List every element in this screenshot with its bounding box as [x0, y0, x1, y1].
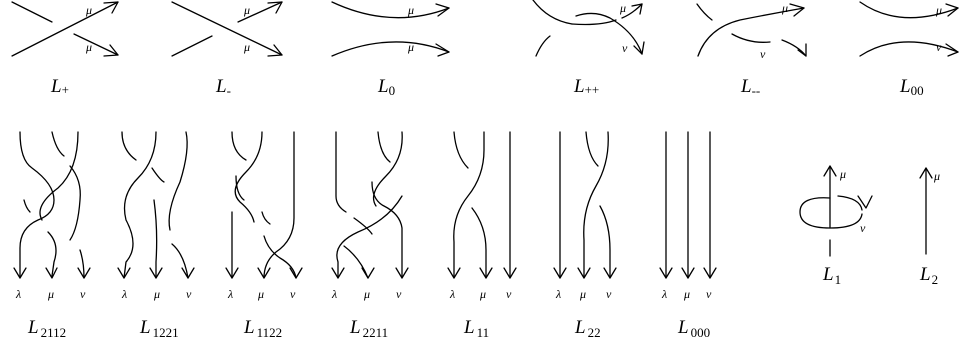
mu-label: μ — [683, 287, 690, 301]
lambda-label: λ — [121, 287, 127, 301]
mu-label: μ — [85, 40, 92, 54]
mu-label: μ — [935, 3, 942, 17]
mu-label: μ — [85, 3, 92, 17]
mu-label: μ — [153, 287, 160, 301]
nu-label: ν — [80, 287, 86, 301]
nu-label: ν — [290, 287, 296, 301]
mu-label: μ — [363, 287, 370, 301]
caption-L-plusplus: L++ — [573, 76, 599, 97]
lambda-label: λ — [227, 287, 233, 301]
lambda-label: λ — [555, 287, 561, 301]
diagram-L-1221: λ μ ν — [117, 131, 195, 301]
caption-L-2: L2 — [919, 264, 938, 287]
mu-label: μ — [407, 40, 414, 54]
nu-label: ν — [506, 287, 512, 301]
diagram-L-plus: μ μ — [11, 1, 119, 57]
lambda-label: λ — [15, 287, 21, 301]
diagram-L-1: μ ν — [799, 165, 873, 257]
lambda-label: λ — [331, 287, 337, 301]
caption-L-00: L00 — [899, 76, 924, 98]
nu-label: ν — [186, 287, 192, 301]
mu-label: μ — [619, 1, 626, 15]
lambda-label: λ — [449, 287, 455, 301]
nu-label: ν — [760, 47, 766, 61]
caption-L-minusminus: L-- — [740, 76, 760, 98]
diagram-L-plusplus: μ ν — [532, 0, 645, 57]
diagram-L-000: λ μ ν — [659, 131, 717, 301]
mu-label: μ — [243, 3, 250, 17]
mu-label: μ — [579, 287, 586, 301]
mu-label: μ — [479, 287, 486, 301]
diagram-L-1122: λ μ ν — [225, 131, 303, 301]
mu-label: μ — [243, 40, 250, 54]
mu-label: μ — [407, 3, 414, 17]
diagram-L-00: μ ν — [859, 1, 959, 57]
caption-L-1: L1 — [822, 264, 841, 287]
nu-label: ν — [396, 287, 402, 301]
diagram-L-2112: λ μ ν — [13, 131, 91, 301]
mu-label: μ — [257, 287, 264, 301]
diagram-L-minusminus: μ ν — [696, 1, 807, 61]
nu-label: ν — [706, 287, 712, 301]
mu-label: μ — [781, 1, 788, 15]
diagram-L-11: λ μ ν — [447, 131, 517, 301]
diagram-L-0: μ μ — [331, 1, 450, 57]
caption-L-0: L0 — [377, 76, 395, 98]
lambda-label: λ — [661, 287, 667, 301]
nu-label: ν — [860, 221, 866, 235]
diagram-L-minus: μ μ — [171, 1, 283, 57]
diagram-L-2: μ — [919, 167, 940, 255]
mu-label: μ — [933, 169, 940, 183]
diagram-L-22: λ μ ν — [553, 131, 617, 301]
caption-L-minus: L- — [215, 76, 231, 98]
caption-L-plus: L+ — [50, 76, 69, 97]
nu-label: ν — [936, 40, 942, 54]
mu-label: μ — [47, 287, 54, 301]
nu-label: ν — [606, 287, 612, 301]
diagram-L-2211: λ μ ν — [331, 131, 409, 301]
top-row-captions: L+ L- L0 L++ L-- L00 — [50, 76, 924, 98]
mu-label: μ — [839, 167, 846, 181]
nu-label: ν — [622, 41, 628, 55]
